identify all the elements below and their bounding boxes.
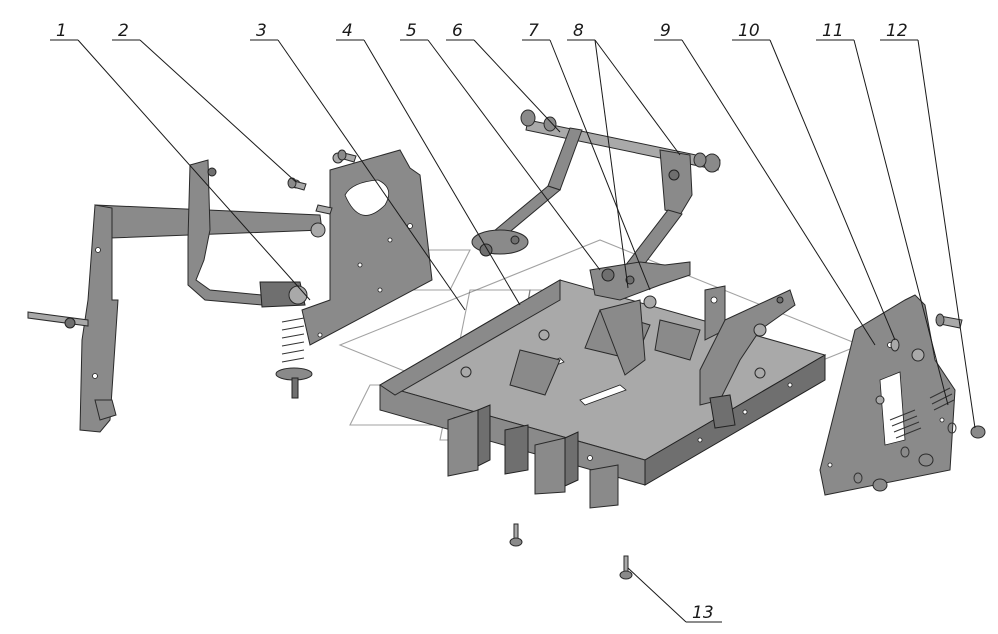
callout-5: 5 bbox=[406, 21, 417, 41]
callout-3: 3 bbox=[256, 21, 267, 41]
callout-1: 1 bbox=[56, 21, 67, 41]
right-springs bbox=[889, 387, 955, 439]
callout-8: 8 bbox=[573, 21, 584, 41]
tray-levers bbox=[460, 261, 796, 429]
callout-11: 11 bbox=[822, 21, 844, 41]
callout-labels: 1 2 3 4 5 6 7 8 9 10 11 12 13 bbox=[56, 21, 908, 623]
right-side-plate bbox=[819, 294, 956, 496]
compression-spring bbox=[275, 317, 313, 399]
callout-9: 9 bbox=[660, 21, 671, 41]
fasteners bbox=[287, 149, 986, 580]
callout-2: 2 bbox=[118, 21, 129, 41]
callout-7: 7 bbox=[528, 21, 539, 41]
left-lever-assembly bbox=[27, 159, 323, 433]
callout-10: 10 bbox=[738, 21, 760, 41]
callout-12: 12 bbox=[886, 21, 908, 41]
callout-leaders bbox=[50, 39, 976, 623]
left-side-plate bbox=[259, 149, 433, 399]
callout-6: 6 bbox=[452, 21, 463, 41]
callout-13: 13 bbox=[692, 603, 714, 623]
upper-shaft-with-cranks bbox=[471, 109, 721, 271]
callout-4: 4 bbox=[342, 21, 353, 41]
